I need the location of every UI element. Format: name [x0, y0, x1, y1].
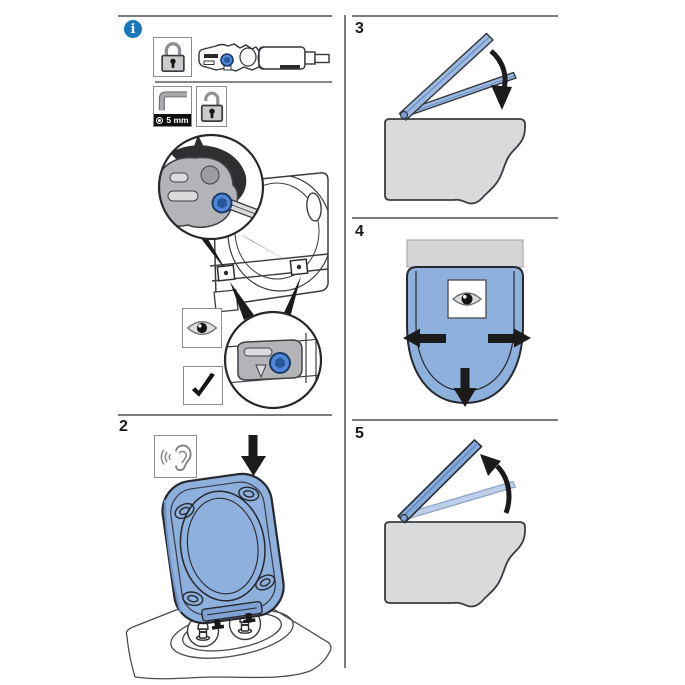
lock-open-icon [200, 91, 223, 122]
hex-socket-icon [156, 116, 164, 124]
step3-number: 3 [355, 20, 364, 37]
ear-listen-icon [160, 444, 192, 471]
seat-top-view [406, 266, 524, 405]
seat-underside [161, 472, 285, 630]
checkmark-box [183, 366, 223, 405]
magnified-hinge-detail [157, 133, 265, 241]
hex-key-icon [158, 91, 187, 111]
seat-lid-slat [398, 32, 494, 121]
arrow-down-icon [241, 435, 266, 476]
hex-key-box: 5 mm [153, 86, 192, 127]
cistern-top-view [406, 239, 524, 268]
rule-step2 [118, 414, 332, 416]
rule-step4 [352, 217, 558, 219]
rule-step5 [352, 419, 558, 421]
hinge-pivot [399, 513, 409, 523]
checked-hinge-detail [223, 310, 323, 410]
arrow-open-icon [480, 454, 512, 514]
eye-icon [186, 320, 218, 336]
step5-number: 5 [355, 425, 364, 442]
hinge-assembly-drawing [198, 43, 330, 72]
hinge-blocks [216, 258, 309, 282]
arrow-down-icon [453, 368, 477, 407]
magnifier-pointer-wedges [196, 232, 301, 320]
column-divider [344, 15, 346, 668]
lock-closed-box [153, 37, 192, 77]
lock-open-box [196, 86, 227, 127]
listen-click-box [154, 435, 197, 478]
seat-lid-slat [397, 439, 483, 524]
seat-bumpers [174, 486, 276, 607]
info-icon: i [124, 20, 142, 38]
toilet-profile [384, 521, 526, 608]
step5-open-lid-illustration [384, 439, 526, 608]
hinge-adjustment-illustration [157, 133, 329, 410]
step2-number: 2 [119, 418, 128, 435]
hex-key-size-label: 5 mm [154, 114, 191, 126]
seat-hinge-pins [211, 612, 256, 630]
step4-check-alignment-illustration [403, 239, 531, 407]
rule-left-top [118, 15, 332, 17]
eye-check-box [182, 308, 222, 348]
lock-closed-icon [160, 42, 185, 73]
arrow-close-icon [489, 49, 512, 110]
arrow-right-icon [488, 328, 531, 348]
eye-icon [451, 292, 483, 306]
hinge-pivot [399, 110, 409, 120]
step3-close-seat-illustration [384, 32, 526, 205]
toilet-profile [384, 118, 526, 205]
step4-number: 4 [355, 223, 364, 240]
rule-step3 [352, 15, 558, 17]
arrow-left-icon [403, 328, 446, 348]
checkmark-icon [191, 372, 215, 397]
step2-place-seat-illustration [125, 435, 332, 680]
rule-info-inner [155, 81, 332, 83]
info-icon-letter: i [130, 21, 136, 37]
